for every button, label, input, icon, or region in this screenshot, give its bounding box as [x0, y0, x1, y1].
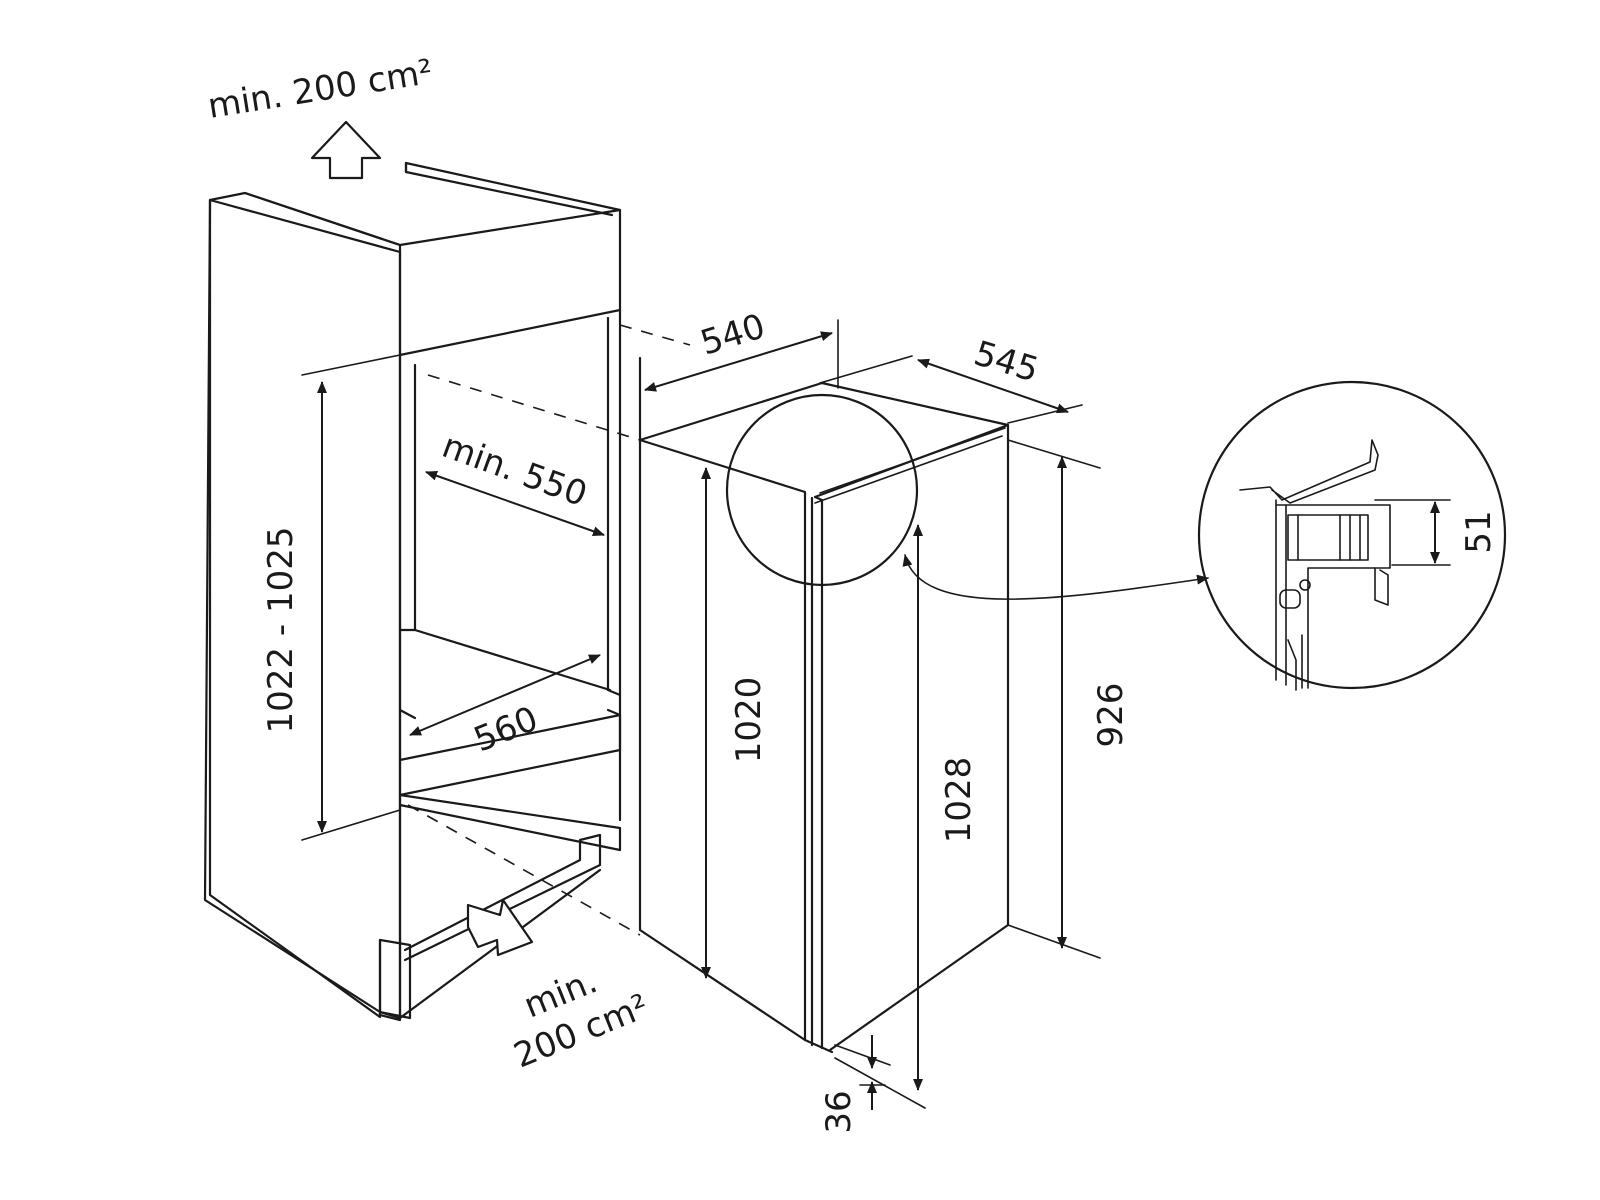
cabinet-top-shelf	[243, 161, 622, 357]
vent-arrows	[310, 120, 534, 957]
appliance-door-edge	[803, 496, 834, 1054]
niche-dimensions	[301, 324, 691, 936]
niche-depth-dim	[425, 470, 605, 537]
detail-source-circle	[725, 393, 919, 587]
vent-top-label: min. 200 cm²	[205, 52, 435, 127]
cabinet-inner-edges	[398, 308, 622, 1020]
cabinet-left-panel	[203, 198, 412, 1022]
appliance-height-label: 1020	[729, 677, 769, 764]
cabinet-middle-shelf	[398, 628, 622, 797]
detail-gap-label: 51	[1459, 510, 1499, 553]
base-offset-label: 36	[819, 1090, 859, 1133]
cabinet-bottom	[378, 793, 622, 1020]
appliance-width-dim	[644, 331, 833, 392]
appliance-dimensions	[644, 319, 1101, 1110]
appliance-depth-dim	[917, 358, 1069, 414]
vent-up-arrow-icon	[310, 120, 382, 180]
detail-callout	[725, 380, 1507, 691]
niche-depth-label: min. 550	[437, 426, 592, 515]
detail-connector	[902, 554, 1209, 600]
niche-width-dim	[409, 654, 601, 736]
detail-zoom-content	[1239, 439, 1451, 691]
door-height-label: 1028	[939, 757, 979, 844]
appliance	[638, 356, 1010, 1054]
niche-width-label: 560	[468, 699, 543, 760]
niche-height-label: 1022 - 1025	[261, 527, 301, 734]
appliance-body	[638, 356, 1010, 1052]
cabinet	[203, 161, 622, 1022]
body-height-label: 926	[1091, 683, 1131, 748]
detail-zoom-circle	[1197, 380, 1507, 690]
vent-in-arrow-icon	[466, 898, 534, 957]
